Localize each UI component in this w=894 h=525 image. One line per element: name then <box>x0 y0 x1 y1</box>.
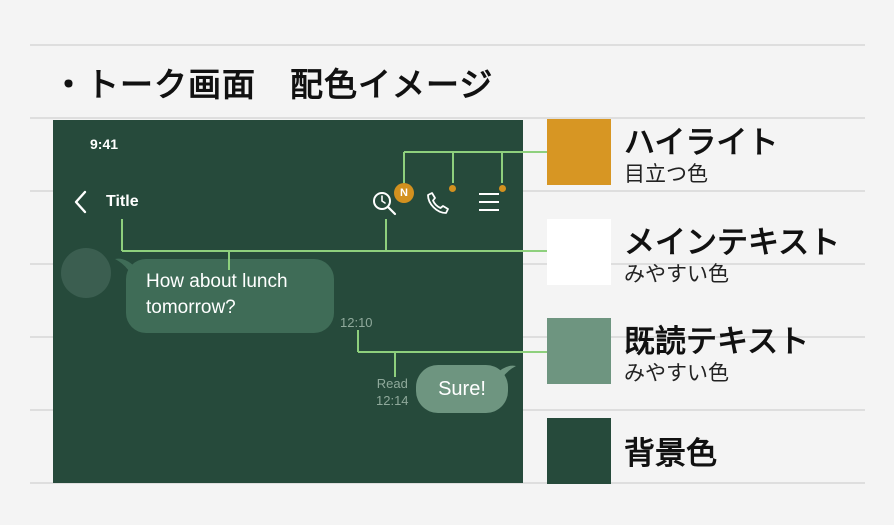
rule-line <box>30 117 865 119</box>
swatch-highlight <box>547 119 611 185</box>
swatch-read-text <box>547 318 611 384</box>
menu-dot <box>499 185 506 192</box>
chevron-left-icon[interactable] <box>73 190 89 214</box>
legend-subtitle-main-text: みやすい色 <box>624 262 729 286</box>
search-icon[interactable] <box>371 190 397 216</box>
rule-line <box>30 482 865 484</box>
page-heading: ・トーク画面 配色イメージ <box>52 65 494 104</box>
incoming-time: 12:10 <box>340 315 373 330</box>
incoming-message-line: How about lunch <box>146 271 288 292</box>
legend-title-highlight: ハイライト <box>624 125 779 161</box>
legend-subtitle-highlight: 目立つ色 <box>624 162 708 186</box>
swatch-background <box>547 418 611 484</box>
phone-icon[interactable] <box>426 191 450 215</box>
legend-title-read-text: 既読テキスト <box>624 324 810 360</box>
phone-mockup: 9:41 Title N How about lunch tomorrow? 1… <box>53 120 523 483</box>
legend-title-background: 背景色 <box>624 436 717 472</box>
call-dot <box>449 185 456 192</box>
incoming-message-bubble: How about lunch tomorrow? <box>126 259 334 333</box>
read-time: 12:14 <box>376 393 409 408</box>
incoming-message-line: tomorrow? <box>146 297 236 318</box>
read-label: Read <box>376 376 408 391</box>
swatch-main-text <box>547 219 611 285</box>
legend-title-main-text: メインテキスト <box>624 225 841 261</box>
status-time: 9:41 <box>90 136 119 152</box>
menu-icon[interactable] <box>478 192 500 212</box>
rule-line <box>30 44 865 46</box>
chat-title: Title <box>106 193 139 210</box>
read-receipt: Read 12:14 <box>376 375 409 409</box>
notification-badge: N <box>394 183 414 203</box>
legend-subtitle-read-text: みやすい色 <box>624 361 729 385</box>
outgoing-message-bubble: Sure! <box>416 365 508 413</box>
avatar[interactable] <box>61 248 111 298</box>
